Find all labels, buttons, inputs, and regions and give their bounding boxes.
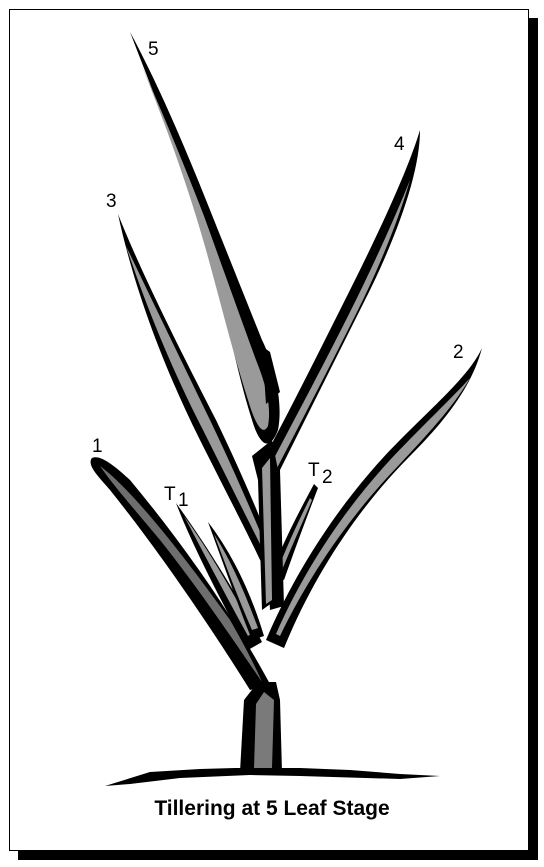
leaf-3-label: 3 [106,191,117,212]
tiller-1-label-letter: T [164,484,176,505]
leaf-5-fill [142,66,269,430]
leaf-2-label: 2 [453,342,464,363]
leaf-1-label: 1 [92,436,103,457]
figure-caption: Tillering at 5 Leaf Stage [0,797,544,821]
tiller-1-label-subscript: 1 [178,490,189,511]
leaf-5-label: 5 [148,39,159,60]
leaf-4-label: 4 [394,134,405,155]
main-stem-inner [254,692,274,768]
tiller-2-label-subscript: 2 [322,467,333,488]
tiller-2-label-letter: T [308,460,320,481]
